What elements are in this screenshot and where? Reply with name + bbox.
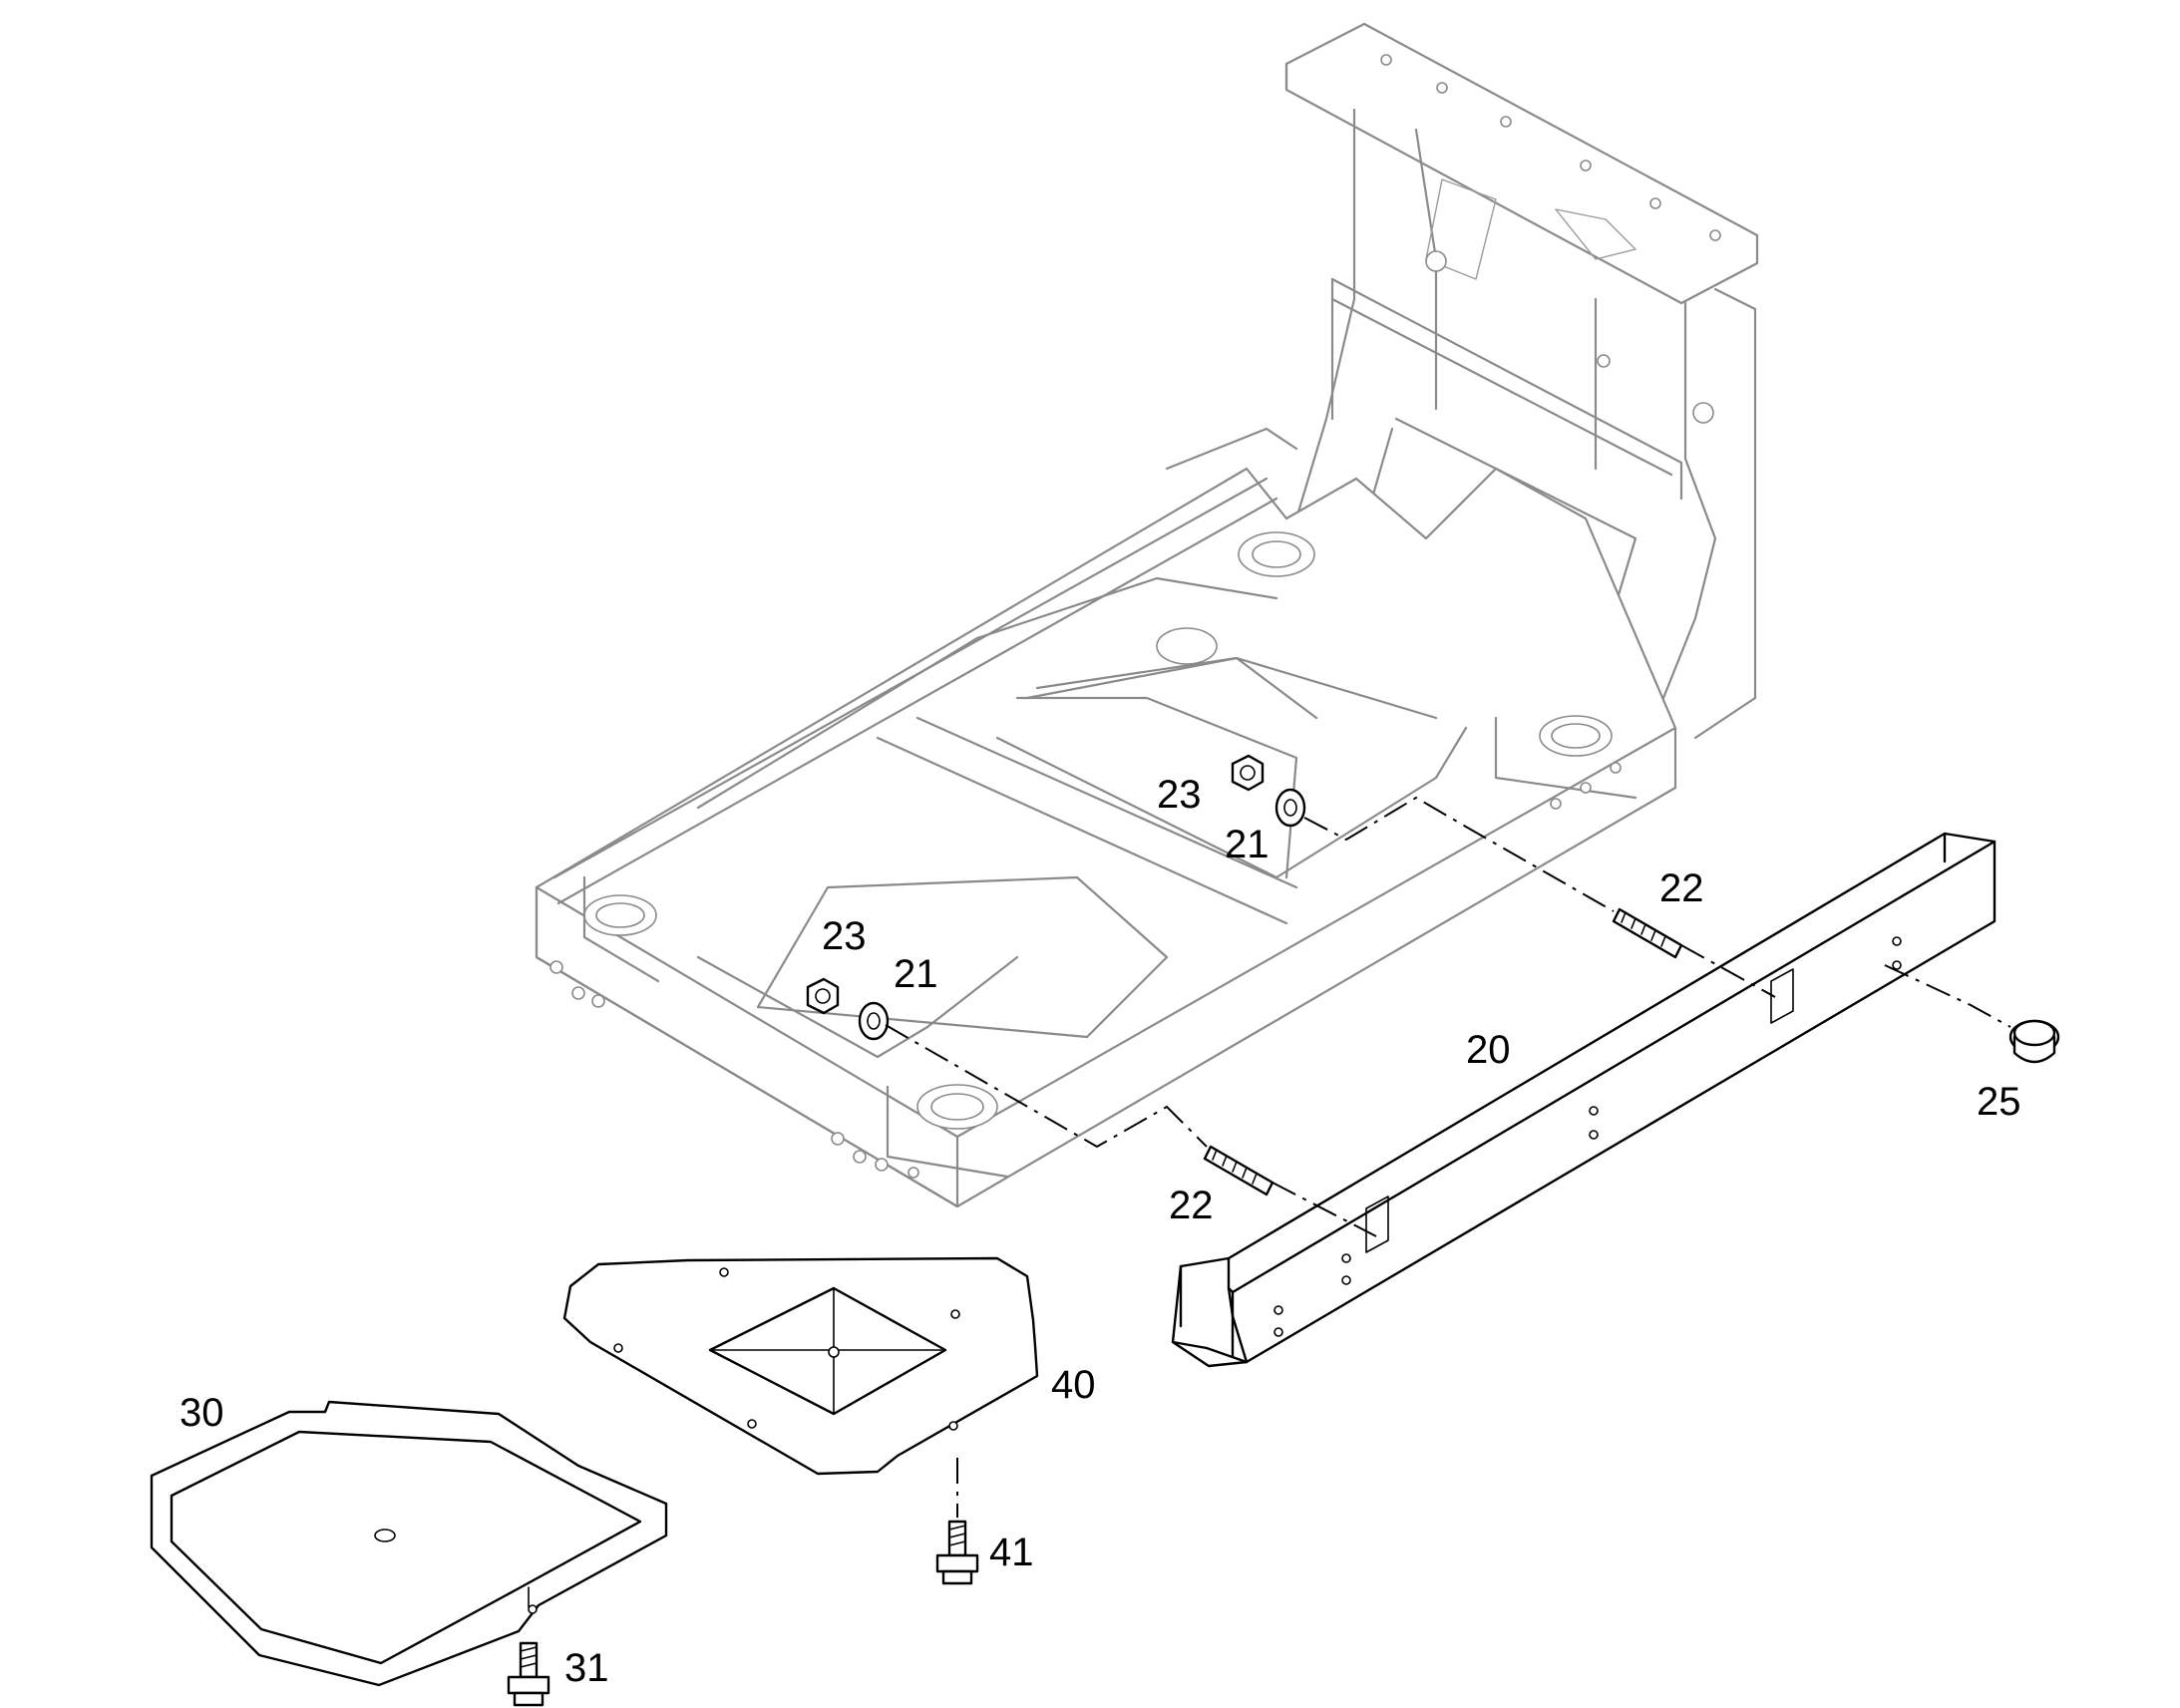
callout-labels: 20 21 21 22 22 23 23 25 30 31 40 41 [180, 773, 2021, 1690]
callout-40: 40 [1051, 1363, 1096, 1407]
part-21-washer-lower [858, 1001, 890, 1041]
callout-30: 30 [180, 1391, 224, 1435]
callout-21-lower: 21 [894, 952, 938, 996]
callout-23-lower: 23 [822, 914, 867, 958]
part-20-front-bar [1171, 832, 1997, 1368]
part-41-bolt [935, 1520, 979, 1585]
part-22-stud-upper [1612, 907, 1683, 959]
callout-25: 25 [1977, 1080, 2021, 1124]
part-40-cover-plate [562, 1256, 1039, 1476]
callout-23-upper: 23 [1157, 773, 1202, 817]
part-31-bolt [507, 1641, 550, 1707]
main-frame [535, 22, 1759, 1208]
part-25-plug [2008, 1019, 2060, 1064]
callout-41: 41 [989, 1531, 1034, 1574]
callout-21-upper: 21 [1225, 823, 1270, 866]
part-30-cover-panel [150, 1400, 668, 1687]
callout-31: 31 [564, 1646, 609, 1690]
part-23-nut-lower [806, 977, 840, 1015]
callout-22-upper: 22 [1659, 866, 1704, 910]
part-23-nut-upper [1231, 754, 1265, 792]
callout-20: 20 [1466, 1028, 1511, 1072]
assembly-center-lines [885, 796, 2011, 1518]
callout-22-lower: 22 [1169, 1184, 1214, 1227]
part-22-stud-lower [1203, 1145, 1274, 1196]
part-21-washer-upper [1274, 788, 1306, 828]
